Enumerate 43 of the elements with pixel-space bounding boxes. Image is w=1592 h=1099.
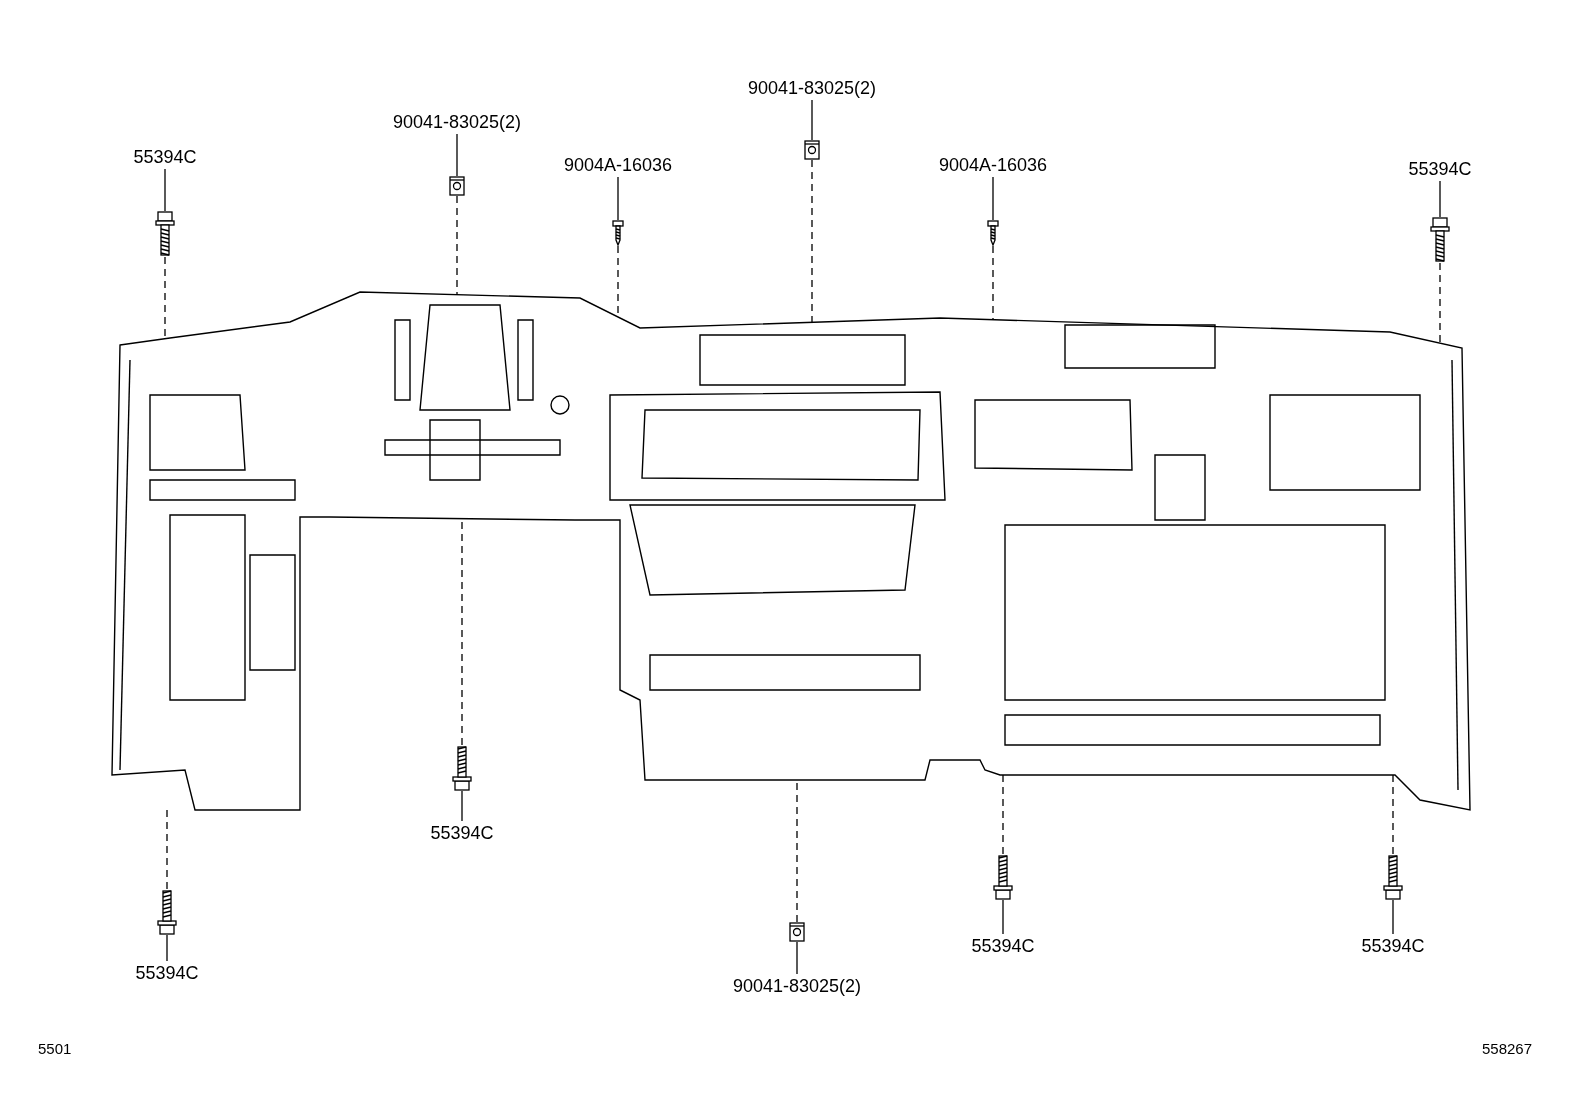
- part-number: 55394C: [1408, 159, 1472, 179]
- clip-nut-icon: [449, 176, 465, 196]
- leader-line: [1392, 774, 1394, 855]
- leader-line: [992, 176, 994, 221]
- leader-line: [166, 809, 168, 890]
- leader-line: [992, 245, 994, 321]
- bolt-icon: [1430, 217, 1450, 263]
- bolt-icon: [155, 211, 175, 257]
- leader-line: [617, 176, 619, 221]
- leader-line: [811, 99, 813, 141]
- reference-code: 5501: [38, 1040, 72, 1057]
- part-number: 55394C: [133, 147, 197, 167]
- leader-line: [166, 934, 168, 962]
- leader-line: [811, 159, 813, 324]
- part-number: 55394C: [1361, 936, 1425, 956]
- leader-line: [456, 133, 458, 177]
- leader-line: [164, 168, 166, 212]
- clip-nut-icon: [789, 922, 805, 942]
- part-number: 55394C: [430, 823, 494, 843]
- leader-line: [1002, 899, 1004, 935]
- part-number: 90041-83025(2): [747, 78, 877, 98]
- bolt-icon: [157, 889, 177, 935]
- screw-icon: [612, 220, 624, 246]
- clip-nut-icon: [804, 140, 820, 160]
- reference-code: 558267: [1482, 1040, 1533, 1057]
- part-number: 90041-83025(2): [732, 976, 862, 996]
- instrument-panel-drawing: [111, 291, 1471, 811]
- part-number: 9004A-16036: [563, 155, 673, 175]
- leader-line: [456, 195, 458, 296]
- part-number: 55394C: [135, 963, 199, 983]
- leader-line: [461, 790, 463, 822]
- leader-line: [1392, 899, 1394, 935]
- bolt-icon: [993, 854, 1013, 900]
- leader-line: [1439, 262, 1441, 344]
- bolt-icon: [1383, 854, 1403, 900]
- part-number: 9004A-16036: [938, 155, 1048, 175]
- bolt-icon: [452, 745, 472, 791]
- screw-icon: [987, 220, 999, 246]
- leader-line: [1002, 774, 1004, 855]
- part-number: 55394C: [971, 936, 1035, 956]
- leader-line: [796, 941, 798, 975]
- leader-line: [1439, 180, 1441, 218]
- part-number: 90041-83025(2): [392, 112, 522, 132]
